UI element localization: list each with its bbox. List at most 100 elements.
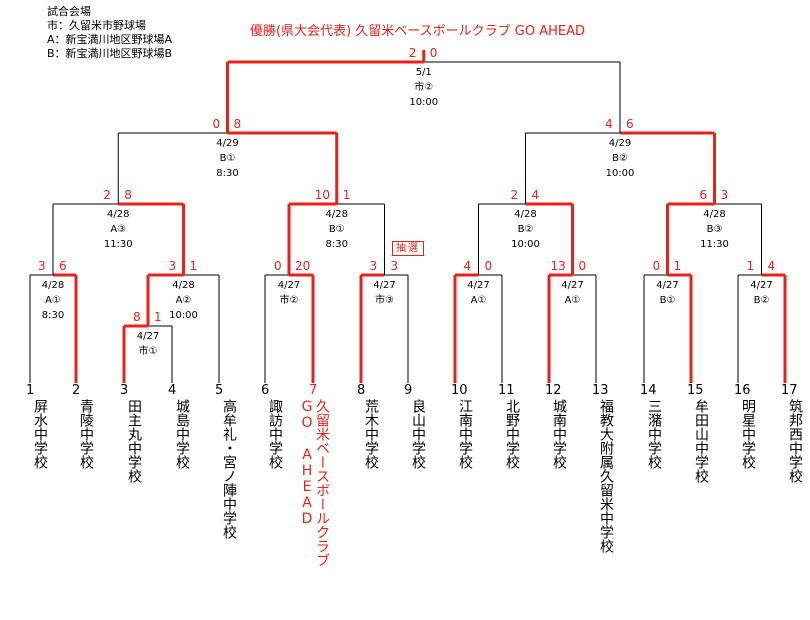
match-date: 4/28: [172, 280, 195, 291]
score-right: 3: [390, 259, 399, 273]
match-venue: B①: [219, 153, 236, 164]
team-name-text: 荒木中学校: [363, 399, 379, 469]
match-venue: A③: [110, 224, 127, 235]
score-right: 3: [720, 188, 729, 202]
team-name: 北野中学校: [504, 399, 520, 469]
match-date: 4/28: [41, 280, 65, 291]
match-venue: 市①: [138, 346, 158, 357]
team-name: 青陵中学校: [78, 399, 94, 469]
team-name-text: 青陵中学校: [78, 399, 94, 469]
team-name: 久留米ベースボールクラブ GO AHEAD: [299, 399, 330, 567]
score-left: 0: [652, 259, 661, 273]
match-venue: A①: [564, 295, 581, 306]
match-date: 4/28: [703, 209, 726, 220]
score-left: 3: [369, 259, 378, 273]
team-number: 11: [498, 383, 515, 398]
team-name: 高牟礼・宮ノ陣中学校: [221, 399, 237, 539]
team-number: 5: [215, 383, 224, 398]
team-number: 12: [545, 383, 562, 398]
match-venue: 市③: [375, 295, 394, 306]
match-time: 8:30: [41, 310, 65, 321]
score-left: 3: [38, 259, 46, 273]
match-date: 4/27: [561, 280, 584, 291]
team-name-text: 牟田山中学校: [693, 399, 709, 483]
team-subname: GO AHEAD: [299, 399, 315, 527]
match-venue: 市②: [279, 295, 299, 306]
score-right: 1: [154, 310, 162, 324]
score-left: 6: [699, 188, 708, 202]
match-date: 4/27: [373, 280, 396, 291]
match-date: 4/28: [325, 209, 348, 220]
match-date: 4/27: [277, 280, 301, 291]
match-venue: B②: [753, 295, 770, 306]
team-name: 荒木中学校: [363, 399, 379, 469]
match-date: 4/28: [107, 209, 130, 220]
team-name-text: 諏訪中学校: [267, 399, 283, 469]
score-left: 1: [746, 259, 755, 273]
team-name-text: 江南中学校: [457, 399, 473, 469]
match-venue: A①: [470, 295, 487, 306]
match-venue: A②: [175, 295, 192, 306]
match-venue: B③: [706, 224, 723, 235]
match-date: 4/29: [608, 138, 632, 149]
score-right: 20: [295, 259, 311, 273]
team-number: 13: [592, 383, 609, 398]
team-name: 三潴中学校: [646, 399, 662, 469]
score-left: 0: [212, 117, 221, 131]
team-number: 17: [781, 383, 798, 398]
score-left: 10: [314, 188, 331, 202]
match-time: 10:00: [169, 310, 198, 321]
match-date: 4/28: [514, 209, 537, 220]
team-number: 10: [451, 383, 468, 398]
team-name: 屏水中学校: [32, 399, 48, 469]
score-left: 2: [103, 188, 111, 202]
team-number: 6: [261, 383, 270, 398]
team-number: 1: [26, 383, 35, 398]
score-right: 0: [429, 46, 438, 60]
team-number: 14: [640, 383, 657, 398]
legend-item: B：新宝満川地区野球場B: [47, 47, 173, 60]
team-number: 9: [404, 383, 413, 398]
team-name: 明星中学校: [740, 399, 756, 469]
match-date: 4/27: [656, 280, 679, 291]
score-left: 4: [463, 259, 472, 273]
team-number: 15: [687, 383, 704, 398]
team-name: 良山中学校: [410, 399, 426, 469]
match-info: 4/27 市②: [278, 278, 300, 308]
match-date: 4/29: [216, 138, 239, 149]
match-venue: B①: [328, 224, 345, 235]
team-name: 城島中学校: [174, 399, 190, 469]
match-venue: B②: [612, 153, 628, 164]
team-name: 福教大附属久留米中学校: [598, 399, 614, 553]
team-name: 牟田山中学校: [693, 399, 709, 483]
score-right: 4: [767, 259, 776, 273]
match-venue: 市②: [414, 82, 434, 93]
score-right: 1: [673, 259, 682, 273]
team-number: 3: [120, 383, 129, 398]
match-time: 10:00: [605, 168, 635, 179]
venue-legend: 試合会場 市：久留米市野球場 A：新宝満川地区野球場A B：新宝満川地区野球場B: [47, 5, 172, 61]
team-name-text: 福教大附属久留米中学校: [598, 399, 614, 553]
team-name-text: 城島中学校: [174, 399, 190, 469]
match-time: 10:00: [409, 97, 439, 108]
team-name: 田主丸中学校: [126, 399, 142, 483]
score-right: 1: [342, 188, 351, 202]
team-name-text: 三潴中学校: [646, 399, 662, 469]
team-name: 諏訪中学校: [267, 399, 283, 469]
score-left: 4: [605, 117, 613, 131]
team-name-text: 北野中学校: [504, 399, 520, 469]
team-name-text: 良山中学校: [410, 399, 426, 469]
score-right: 8: [233, 117, 242, 131]
